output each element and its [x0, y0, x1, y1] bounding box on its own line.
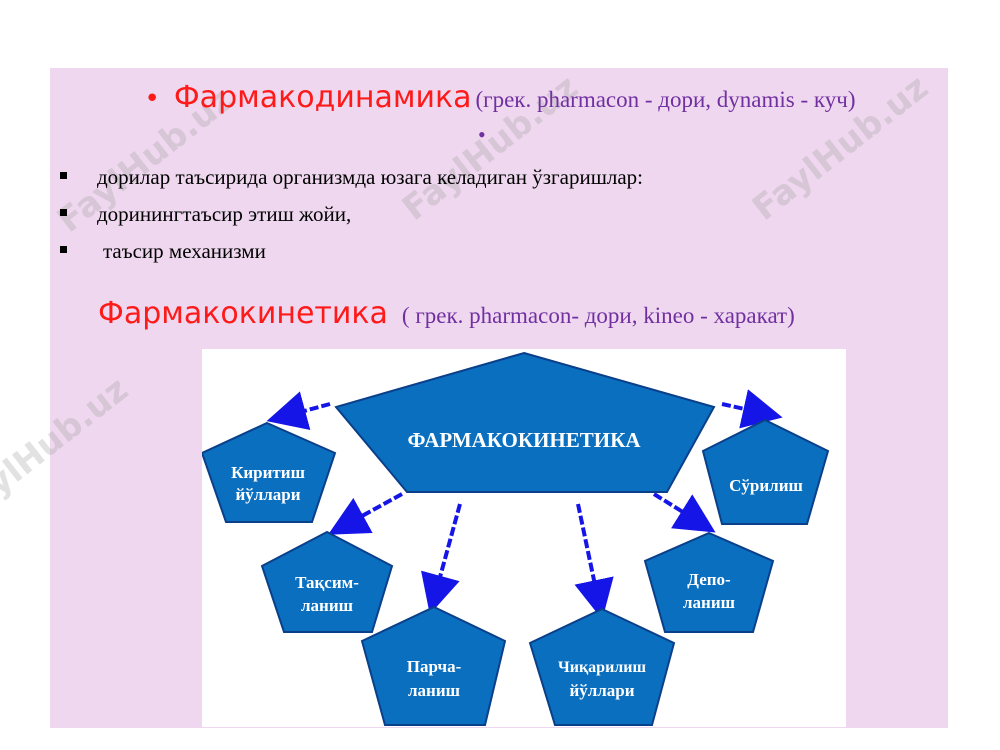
heading-subtitle: ( грек. pharmacon- дори, kineo - харакат…: [401, 303, 795, 328]
heading-subtitle: (грек. pharmacon - дори, dynamis - куч): [475, 87, 856, 112]
node-label: йўллари: [235, 485, 300, 504]
center-label: ФАРМАКОКИНЕТИКА: [408, 428, 642, 452]
square-bullet-icon: [60, 171, 67, 179]
node-chiqarilish: [528, 607, 676, 726]
heading-title: Фармакокинетика: [98, 296, 388, 331]
node-label: Парча-: [407, 657, 462, 676]
node-surilish: [701, 418, 830, 525]
node-label: Киритиш: [231, 463, 305, 482]
node-label: ланиш: [301, 596, 353, 615]
arrow: [652, 492, 716, 533]
center-pentagon: [334, 351, 716, 493]
arrow: [266, 391, 331, 431]
pharmacokinetics-diagram: ФАРМАКОКИНЕТИКА Киритиш йўллари Сўрилиш …: [202, 349, 846, 727]
node-label: Сўрилиш: [729, 476, 803, 495]
list-item: доринингтаъсир этиш жойи,: [60, 202, 351, 227]
heading-title: Фармакодинамика: [173, 80, 472, 115]
list-item: таъсир механизми: [60, 239, 266, 264]
node-label: Тақсим-: [295, 573, 359, 592]
arrow: [421, 503, 462, 615]
heading-pharmacodynamics: • Фармакодинамика (грек. pharmacon - дори…: [0, 80, 1000, 115]
node-label: ланиш: [408, 681, 460, 700]
bullet-dot: •: [478, 122, 486, 147]
node-label: йўллари: [569, 681, 634, 700]
arrow: [574, 503, 614, 620]
bullet: •: [144, 84, 160, 114]
node-kiritish: [202, 421, 337, 523]
square-bullet-icon: [60, 208, 67, 216]
node-label: Депо-: [687, 570, 731, 589]
arrow: [721, 389, 783, 429]
node-label: ланиш: [683, 593, 735, 612]
arrow: [327, 492, 403, 535]
square-bullet-icon: [60, 245, 67, 253]
heading-pharmacokinetics: Фармакокинетика ( грек. pharmacon- дори,…: [98, 296, 795, 331]
node-depolanish: [643, 531, 775, 633]
node-parchalanish: [360, 605, 507, 726]
node-label: Чиқарилиш: [558, 659, 646, 676]
node-taqsimlanish: [260, 530, 394, 633]
list-item: дорилар таъсирида организмда юзага келад…: [60, 165, 643, 190]
